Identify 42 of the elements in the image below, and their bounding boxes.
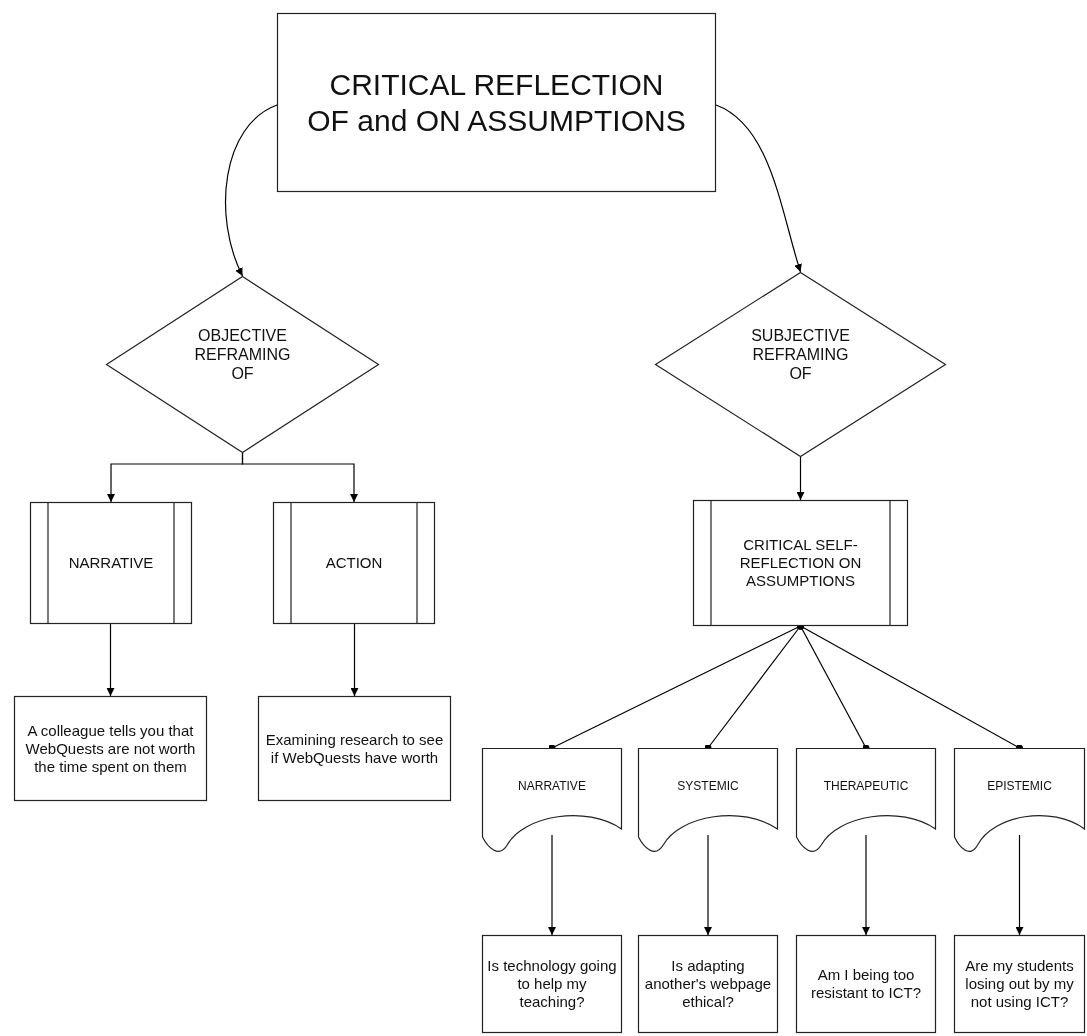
arrow	[1015, 834, 1024, 936]
node-label: ACTION	[324, 554, 384, 572]
process-box	[482, 935, 622, 1033]
node-label: Examining research to see if WebQuests have worth	[264, 730, 445, 767]
decision-diamond	[106, 276, 379, 453]
document-shape	[796, 748, 936, 855]
process-box	[258, 696, 451, 801]
node-label: NARRATIVE	[67, 554, 155, 572]
node-label: Is technology going to help my teaching?	[487, 957, 617, 1011]
node-label: Am I being too resistant to ICT?	[809, 966, 922, 1002]
document-shape	[482, 748, 622, 855]
arrow	[862, 834, 870, 936]
process-box	[954, 935, 1085, 1033]
node-label: Is adapting another's webpage ethical?	[643, 957, 773, 1011]
arrow	[350, 623, 359, 697]
predefined-process-box	[693, 500, 908, 626]
node-label: NARRATIVE	[517, 779, 587, 794]
document-shape	[954, 748, 1085, 855]
node-label: THERAPEUTIC	[822, 779, 910, 794]
process-box	[638, 935, 778, 1033]
document-shape	[638, 748, 778, 855]
predefined-process-box	[30, 502, 192, 624]
arrow	[225, 104, 278, 277]
node-label: OBJECTIVE REFRAMING OF	[193, 325, 292, 384]
predefined-process-box	[273, 502, 435, 624]
process-box	[796, 935, 936, 1033]
decision-diamond	[655, 272, 946, 457]
node-label: CRITICAL SELF-REFLECTION ON ASSUMPTIONS	[738, 536, 863, 590]
arrow	[715, 104, 802, 273]
node-label: A colleague tells you that WebQuests are not worth the time spent on them	[24, 721, 197, 776]
node-label: CRITICAL REFLECTION OF and ON ASSUMPTIONS	[306, 66, 687, 139]
process-box	[14, 696, 207, 801]
node-label: EPISTEMIC	[986, 779, 1053, 794]
arrow	[796, 456, 805, 501]
arrow	[106, 623, 115, 697]
node-label: Are my students losing out by my not using ICT?	[964, 957, 1075, 1011]
node-label: SYSTEMIC	[676, 779, 740, 794]
arrow	[241, 452, 358, 503]
arrow	[704, 834, 712, 936]
process-box	[277, 13, 716, 192]
node-label: SUBJECTIVE REFRAMING OF	[750, 325, 851, 384]
arrow	[548, 834, 556, 936]
